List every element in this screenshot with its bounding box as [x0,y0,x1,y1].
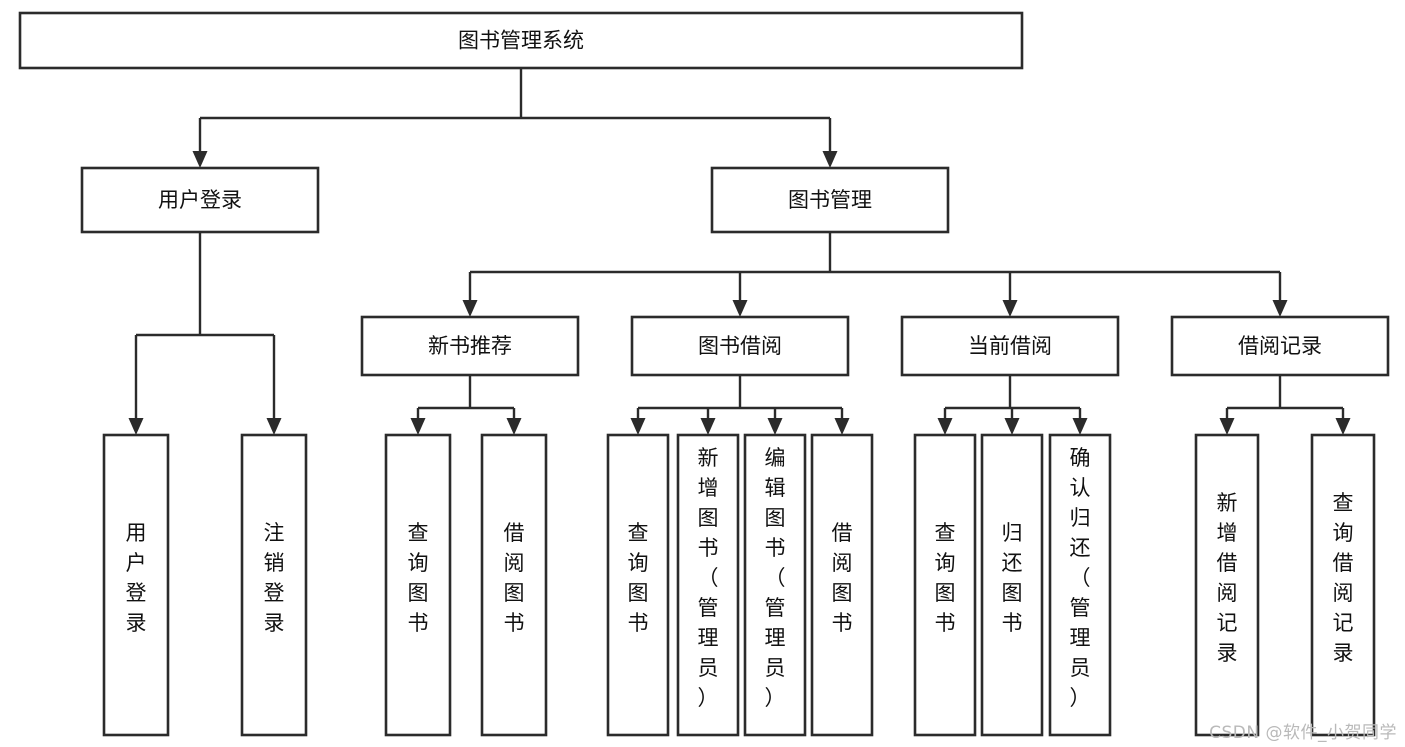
node-user-login-do[interactable]: 用户登录 [102,433,170,737]
nodes-layer: 图书管理系统用户登录图书管理用户登录注销登录新书推荐查询图书借阅图书图书借阅查询… [18,11,1390,737]
arrow-head-icon [1219,418,1235,435]
node-box [810,433,874,737]
node-query-borrow-record[interactable]: 查询借阅记录 [1310,433,1376,737]
node-label: 借阅记录 [1238,334,1322,358]
node-label: 查询借阅记录 [1333,491,1354,665]
node-box [1310,433,1376,737]
node-borrow-book-2[interactable]: 借阅图书 [810,433,874,737]
node-box [1194,433,1260,737]
node-box [676,433,740,737]
node-label: 图书借阅 [698,334,782,358]
arrow-head-icon [192,151,208,168]
node-label: 新增图书（管理员） [698,446,719,710]
node-box [980,433,1044,737]
arrow-head-icon [732,300,748,317]
arrow-head-icon [822,151,838,168]
node-label: 新增借阅记录 [1217,491,1238,665]
arrow-head-icon [506,418,522,435]
node-return-book[interactable]: 归还图书 [980,433,1044,737]
arrow-head-icon [410,418,426,435]
node-label: 归还图书 [1002,521,1023,635]
node-label: 当前借阅 [968,334,1052,358]
node-label: 编辑图书（管理员） [765,446,786,710]
node-box [1170,315,1390,377]
arrow-head-icon [1002,300,1018,317]
node-label: 借阅图书 [504,521,525,635]
node-box [1048,433,1112,737]
node-label: 新书推荐 [428,334,512,358]
arrow-head-icon [767,418,783,435]
node-box [480,433,548,737]
node-add-book[interactable]: 新增图书（管理员） [676,433,740,737]
node-query-book-2[interactable]: 查询图书 [606,433,670,737]
node-current-borrow[interactable]: 当前借阅 [900,315,1120,377]
arrow-head-icon [266,418,282,435]
arrow-head-icon [1272,300,1288,317]
node-label: 图书管理系统 [458,29,584,53]
arrow-head-icon [1335,418,1351,435]
node-query-book-1[interactable]: 查询图书 [384,433,452,737]
node-box [710,166,950,234]
node-root[interactable]: 图书管理系统 [18,11,1024,70]
node-box [630,315,850,377]
node-label: 用户登录 [126,521,147,635]
node-label: 确认归还（管理员） [1070,446,1091,710]
node-label: 注销登录 [264,521,285,635]
node-box [743,433,807,737]
node-user-login[interactable]: 用户登录 [80,166,320,234]
node-confirm-return[interactable]: 确认归还（管理员） [1048,433,1112,737]
arrow-head-icon [630,418,646,435]
node-borrow-records[interactable]: 借阅记录 [1170,315,1390,377]
node-box [900,315,1120,377]
csdn-watermark: CSDN @软件_小贺同学 [1209,723,1397,743]
node-label: 查询图书 [628,521,649,635]
node-new-book-recommend[interactable]: 新书推荐 [360,315,580,377]
connectors-layer [128,68,1351,435]
node-label: 查询图书 [935,521,956,635]
node-box [18,11,1024,70]
arrow-head-icon [1072,418,1088,435]
node-add-borrow-record[interactable]: 新增借阅记录 [1194,433,1260,737]
node-box [606,433,670,737]
node-label: 借阅图书 [832,521,853,635]
node-book-borrow[interactable]: 图书借阅 [630,315,850,377]
node-box [80,166,320,234]
node-box [913,433,977,737]
node-query-book-3[interactable]: 查询图书 [913,433,977,737]
node-box [384,433,452,737]
node-box [102,433,170,737]
node-label: 图书管理 [788,188,872,212]
node-box [240,433,308,737]
node-label: 查询图书 [408,521,429,635]
node-box [360,315,580,377]
node-borrow-book-1[interactable]: 借阅图书 [480,433,548,737]
node-edit-book[interactable]: 编辑图书（管理员） [743,433,807,737]
arrow-head-icon [834,418,850,435]
node-label: 用户登录 [158,188,242,212]
arrow-head-icon [462,300,478,317]
arrow-head-icon [700,418,716,435]
arrow-head-icon [937,418,953,435]
node-user-logout[interactable]: 注销登录 [240,433,308,737]
arrow-head-icon [128,418,144,435]
arrow-head-icon [1004,418,1020,435]
node-book-management[interactable]: 图书管理 [710,166,950,234]
